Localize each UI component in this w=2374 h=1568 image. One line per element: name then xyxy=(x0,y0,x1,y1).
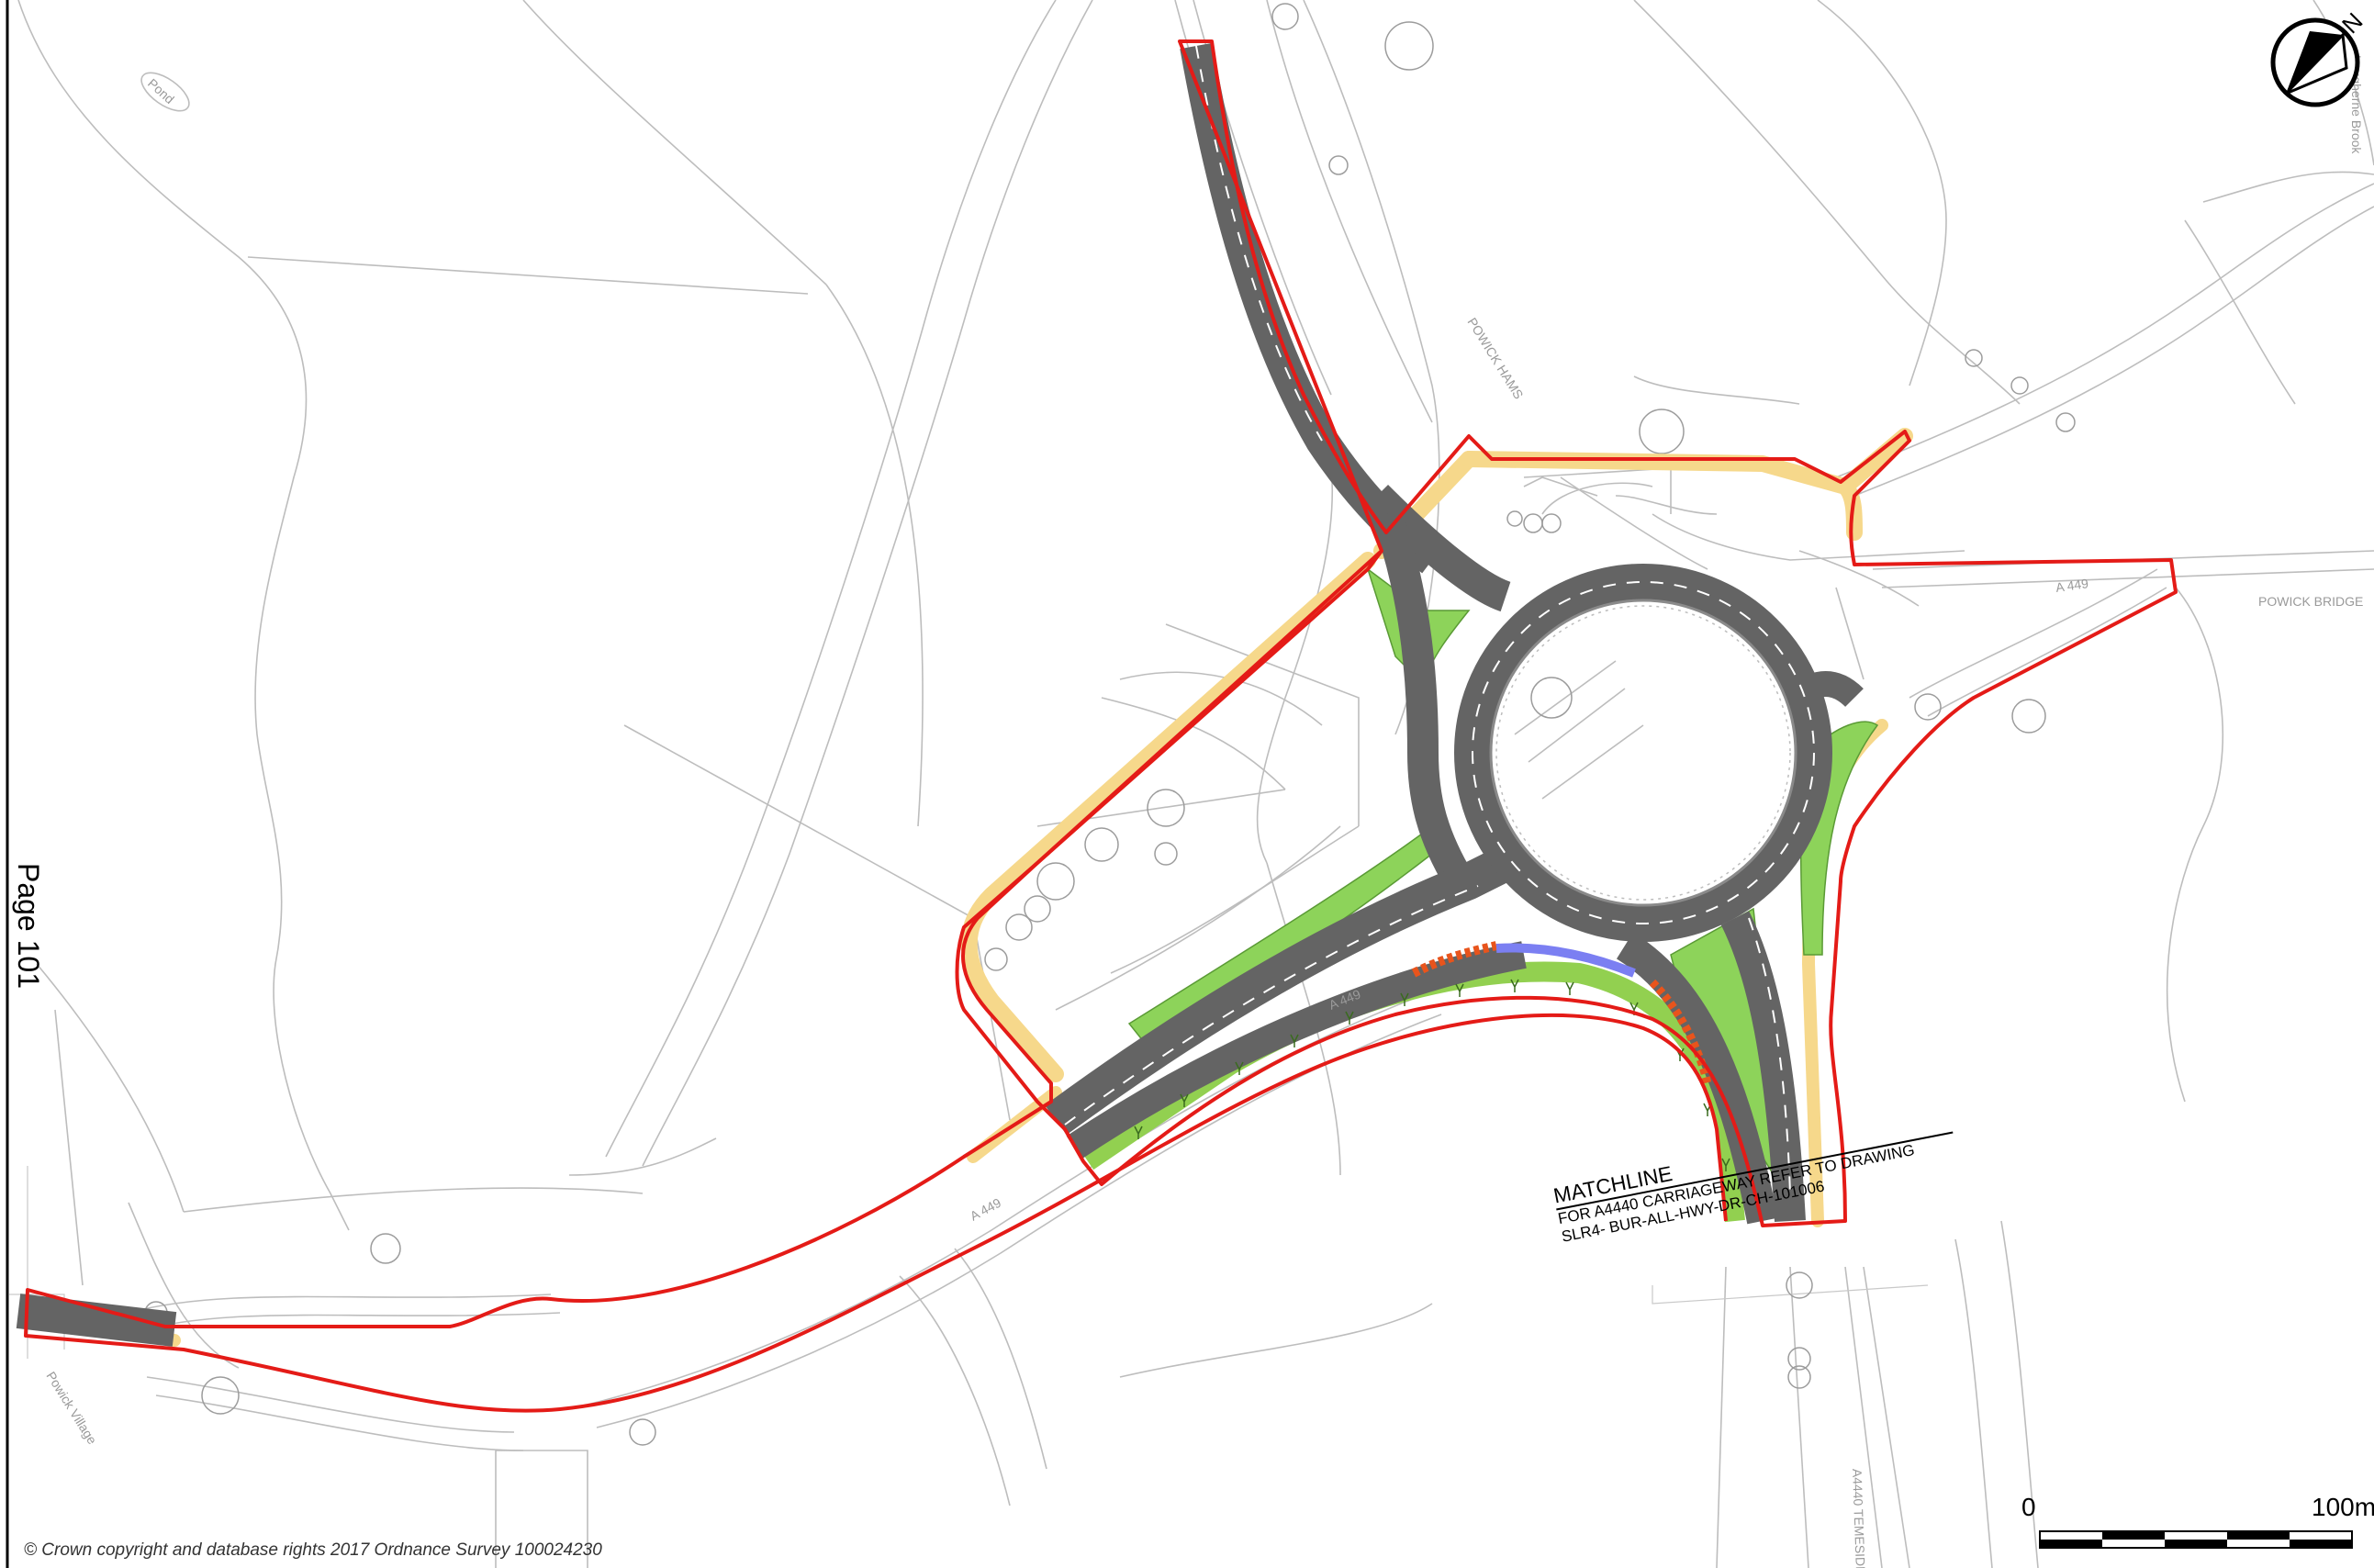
scale-end-label: 100m xyxy=(2312,1493,2374,1521)
label-a4440-teme: A4440 TEMESIDE xyxy=(1850,1469,1868,1568)
hatched-areas xyxy=(1411,941,1712,1085)
label-powick-village: Powick Village xyxy=(43,1369,99,1447)
map-labels: Pond POWICK HAMS POWICK BRIDGE A 449 A 4… xyxy=(43,55,2364,1568)
scale-start-label: 0 xyxy=(2021,1493,2036,1521)
roundabout-central-island xyxy=(1489,599,1797,907)
label-a449-west: A 449 xyxy=(968,1195,1003,1224)
label-powick-bridge: POWICK BRIDGE xyxy=(2258,594,2363,609)
scale-bar xyxy=(2039,1530,2353,1549)
os-base-mapping xyxy=(9,0,2374,1568)
site-boundary-main xyxy=(24,549,1728,1413)
north-arrow-icon: N xyxy=(2270,7,2368,107)
label-a449-east: A 449 xyxy=(2055,576,2089,595)
carriageway xyxy=(16,42,1864,1347)
copyright-notice: © Crown copyright and database rights 20… xyxy=(24,1540,602,1560)
trees xyxy=(144,3,2076,1446)
site-boundary xyxy=(955,39,2178,1227)
label-powick-hams: POWICK HAMS xyxy=(1464,315,1526,401)
page-label: Page 101 xyxy=(12,862,46,990)
